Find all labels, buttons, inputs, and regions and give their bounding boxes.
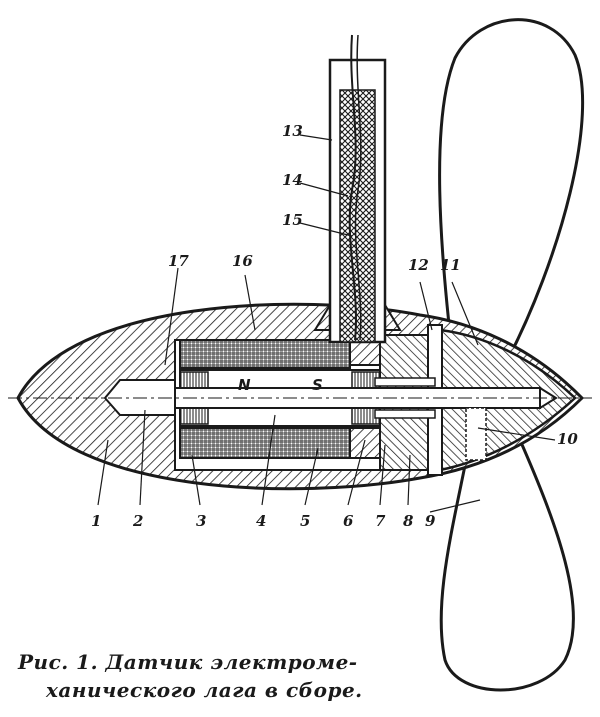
callout-16: 16 (232, 252, 253, 270)
callout-1: 1 (91, 512, 102, 530)
callout-7: 7 (375, 512, 386, 530)
callout-11: 11 (440, 256, 461, 274)
callout-13: 13 (282, 122, 303, 140)
figure-caption-line2: ханического лага в сборе. (46, 678, 363, 702)
callout-17: 17 (168, 252, 189, 270)
pole-north-label: N (238, 376, 251, 394)
callout-5: 5 (300, 512, 311, 530)
callout-3: 3 (196, 512, 207, 530)
callout-4: 4 (256, 512, 267, 530)
callout-10: 10 (557, 430, 578, 448)
callout-15: 15 (282, 211, 303, 229)
propeller-blade-lower (439, 438, 575, 692)
figure-caption-line1: Рис. 1. Датчик электроме- (18, 650, 358, 674)
callout-9: 9 (425, 512, 436, 530)
callout-6: 6 (343, 512, 354, 530)
set-screw (465, 407, 487, 461)
callout-2: 2 (133, 512, 144, 530)
propeller-blade-upper (438, 18, 585, 367)
callout-12: 12 (408, 256, 429, 274)
signal-wire (348, 34, 357, 341)
callout-8: 8 (403, 512, 414, 530)
pole-south-label: S (312, 376, 323, 394)
callout-14: 14 (282, 171, 303, 189)
